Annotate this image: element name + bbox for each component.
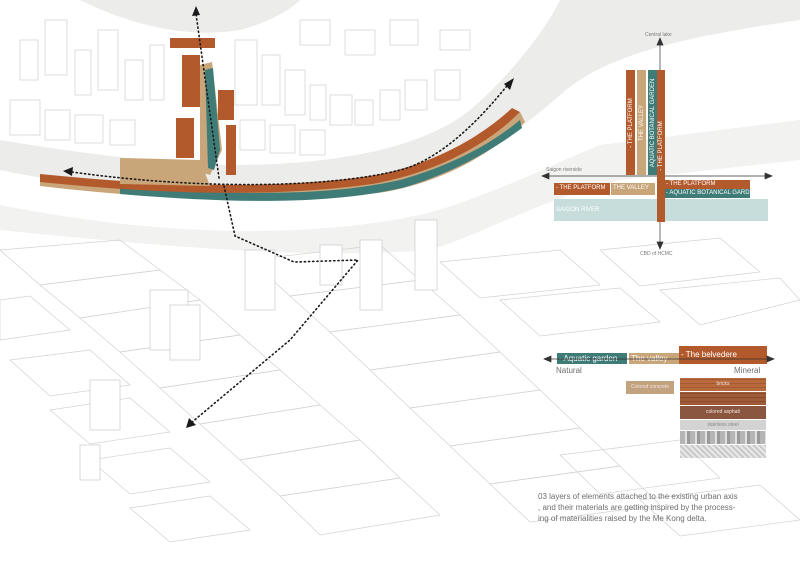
material-stone bbox=[680, 431, 766, 444]
south-axis bbox=[190, 185, 360, 424]
gradient-right-label: Mineral bbox=[734, 366, 761, 375]
arrow-heads bbox=[63, 6, 514, 428]
caption-line-2: , and their materials are getting inspir… bbox=[538, 503, 736, 512]
axis-bottom-label: CBD of HCMC bbox=[640, 251, 673, 257]
material-bricks-2 bbox=[680, 392, 766, 405]
material-stainless-steel: stainless steel bbox=[680, 420, 766, 430]
section-band-aquatic: - AQUATIC BOTANICAL GARDEN bbox=[664, 189, 750, 198]
caption-line-1: 03 layers of elements attached to the ex… bbox=[538, 492, 738, 501]
north-axis bbox=[195, 13, 220, 179]
section-vband-valley: THE VALLEY bbox=[637, 70, 646, 175]
material-colored-concrete: Colored concrete bbox=[626, 381, 674, 394]
material-bricks: bricks bbox=[680, 378, 766, 391]
gradient-left-label: Natural bbox=[556, 366, 582, 375]
layer-the-valley: The valley bbox=[629, 353, 679, 364]
saigon-river bbox=[0, 0, 800, 194]
material-colored-asphalt: colored asphalt bbox=[680, 406, 766, 419]
layer-aquatic-garden: - Aquatic garden bbox=[557, 353, 627, 364]
axis-arrows bbox=[71, 13, 511, 424]
axis-top-label: Central lake bbox=[645, 32, 672, 38]
section-vband-platform: - THE PLATFORM bbox=[626, 70, 635, 175]
north-bank-buildings bbox=[9, 19, 471, 156]
caption: 03 layers of elements attached to the ex… bbox=[538, 491, 788, 524]
river-lower-bank bbox=[0, 120, 800, 254]
caption-line-3: ing of materialities raised by the Me Ko… bbox=[538, 514, 707, 523]
aquatic-strip bbox=[120, 120, 522, 201]
riverside-platform bbox=[40, 38, 525, 201]
section-band-platform-right: - THE PLATFORM bbox=[664, 180, 750, 189]
south-bank-towers bbox=[79, 219, 438, 481]
valley-strip bbox=[40, 112, 525, 200]
axis-left-label: Saigon riverside bbox=[546, 167, 582, 173]
section-band-valley: THE VALLEY bbox=[611, 183, 655, 195]
section-band-platform: - THE PLATFORM bbox=[554, 183, 610, 195]
belvedere-strip bbox=[40, 108, 520, 193]
section-vband-aquatic: AQUATIC BOTANICAL GARDEN bbox=[648, 70, 657, 175]
section-vband-platform-tall: - THE PLATFORM bbox=[657, 70, 665, 222]
river-top-left bbox=[80, 0, 300, 33]
layer-the-belvedere: - The belvedere bbox=[679, 346, 767, 364]
material-gravel bbox=[680, 445, 766, 458]
river-axis bbox=[71, 81, 511, 186]
